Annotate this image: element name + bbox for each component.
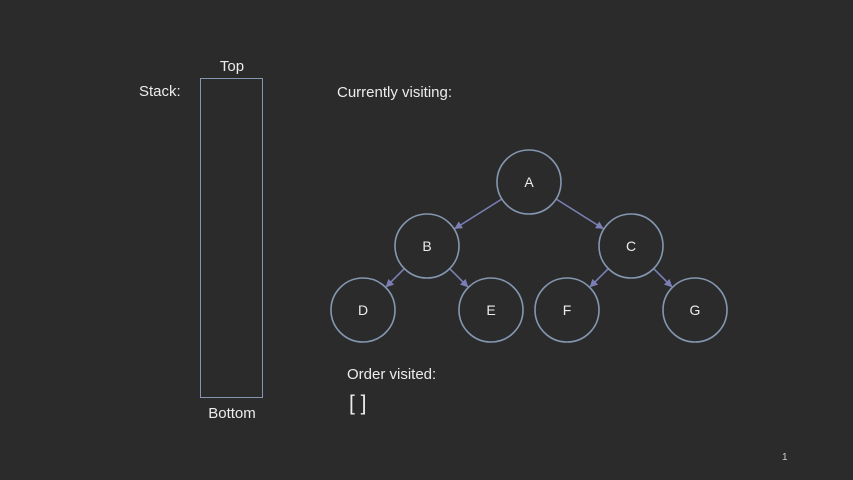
node-label-e: E [486,302,495,318]
tree-node-c: C [598,213,664,279]
tree-node-e: E [458,277,524,343]
node-label-a: A [524,174,534,190]
order-visited-value: [ ] [349,392,367,415]
node-circle-c [598,213,664,279]
node-label-g: G [690,302,701,318]
edge-b-d [385,268,405,288]
node-circle-d [330,277,396,343]
edge-b-e [449,268,469,288]
node-label-f: F [563,302,572,318]
node-label-c: C [626,238,636,254]
tree-edges [385,198,673,288]
currently-visiting-label: Currently visiting: [337,85,452,100]
node-circle-f [534,277,600,343]
stack-container [200,78,263,398]
currently-visiting-text: Currently visiting: [337,84,453,101]
edge-c-f [589,268,609,288]
node-circle-e [458,277,524,343]
edge-a-c [555,198,604,230]
tree-nodes: A B C D E F G [330,149,728,343]
node-circle-a [496,149,562,215]
tree-node-d: D [330,277,396,343]
tree-node-f: F [534,277,600,343]
stack-bottom-label: Bottom [208,405,256,422]
edge-c-g [653,268,673,288]
node-label-d: D [358,302,368,318]
tree-node-a: A [496,149,562,215]
node-circle-g [662,277,728,343]
node-label-b: B [422,238,431,254]
stack-top-label: Top [219,58,245,75]
stack-label: Stack: [139,83,181,100]
order-visited-label: Order visited: [347,366,437,383]
node-circle-b [394,213,460,279]
edge-a-b [454,198,503,230]
page-number: 1 [782,452,788,463]
tree-node-g: G [662,277,728,343]
tree-node-b: B [394,213,460,279]
